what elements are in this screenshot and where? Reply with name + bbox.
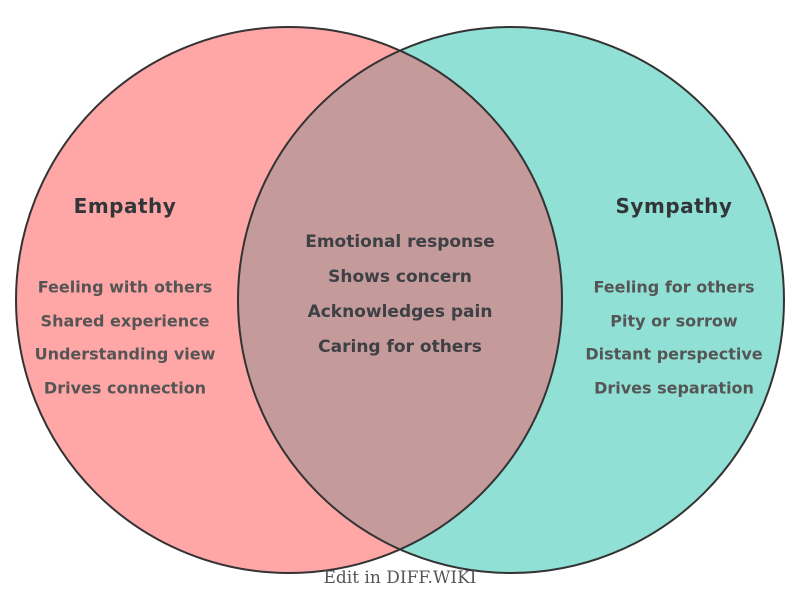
edit-in-diffwiki-link[interactable]: Edit in DIFF.WIKI bbox=[323, 568, 477, 588]
sympathy-item: Distant perspective bbox=[585, 344, 763, 364]
empathy-item: Understanding view bbox=[34, 344, 216, 364]
overlap-region bbox=[238, 27, 562, 573]
overlap-item: Shows concern bbox=[328, 267, 472, 287]
empathy-item: Drives connection bbox=[43, 378, 207, 398]
sympathy-item: Pity or sorrow bbox=[610, 311, 738, 331]
sympathy-circle-outline bbox=[237, 26, 785, 574]
sympathy-item: Feeling for others bbox=[593, 277, 755, 297]
sympathy-item: Drives separation bbox=[594, 378, 754, 398]
sympathy-title: Sympathy bbox=[615, 194, 733, 218]
overlap-item: Caring for others bbox=[318, 337, 482, 357]
empathy-item: Feeling with others bbox=[37, 277, 213, 297]
overlap-item: Acknowledges pain bbox=[307, 302, 493, 322]
empathy-title: Empathy bbox=[73, 194, 177, 218]
overlap-item: Emotional response bbox=[305, 232, 495, 252]
empathy-circle-outline bbox=[15, 26, 563, 574]
empathy-item: Shared experience bbox=[40, 311, 210, 331]
